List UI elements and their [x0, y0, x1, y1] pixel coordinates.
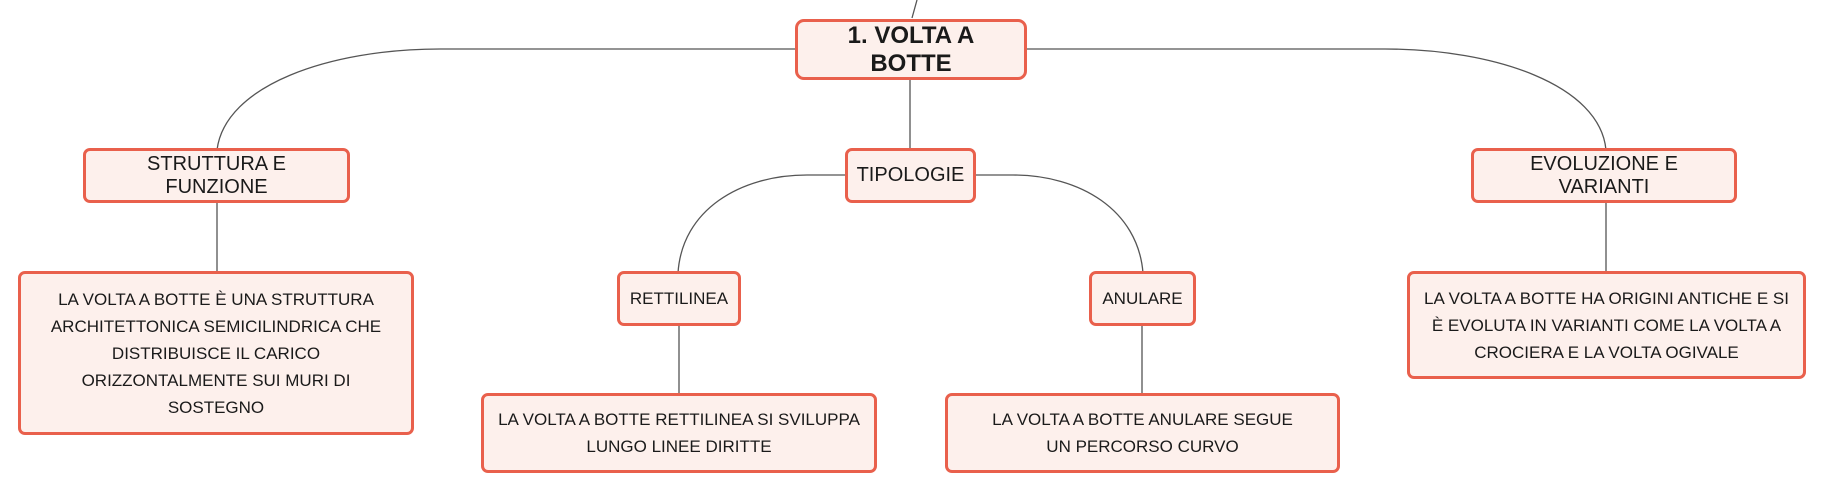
topic-evoluzione-label: EVOLUZIONE E VARIANTI — [1530, 152, 1678, 198]
subtopic-anulare-label: ANULARE — [1102, 288, 1183, 308]
subtopic-anulare[interactable]: ANULARE — [1089, 271, 1196, 326]
desc-anulare-text: LA VOLTA A BOTTE ANULARE SEGUE UN PERCOR… — [992, 410, 1293, 456]
connector-tipologie-rettilinea — [677, 174, 847, 274]
root-node[interactable]: 1. VOLTA A BOTTE — [795, 19, 1027, 80]
topic-struttura-e-funzione[interactable]: STRUTTURA E FUNZIONE — [83, 148, 350, 203]
desc-evoluzione-text: LA VOLTA A BOTTE HA ORIGINI ANTICHE E SI… — [1424, 288, 1789, 362]
subtopic-rettilinea-label: RETTILINEA — [629, 288, 729, 308]
root-label: 1. VOLTA A BOTTE — [847, 21, 975, 77]
desc-rettilinea-text: LA VOLTA A BOTTE RETTILINEA SI SVILUPPA … — [498, 410, 860, 456]
desc-anulare[interactable]: LA VOLTA A BOTTE ANULARE SEGUE UN PERCOR… — [945, 393, 1340, 473]
subtopic-rettilinea[interactable]: RETTILINEA — [617, 271, 741, 326]
connector-root-evoluzione — [1027, 48, 1607, 151]
topic-evoluzione-e-varianti[interactable]: EVOLUZIONE E VARIANTI — [1471, 148, 1737, 203]
desc-rettilinea[interactable]: LA VOLTA A BOTTE RETTILINEA SI SVILUPPA … — [481, 393, 877, 473]
connector-root-struttura — [216, 48, 798, 151]
topic-tipologie-label: TIPOLOGIE — [856, 164, 965, 186]
topic-tipologie[interactable]: TIPOLOGIE — [845, 148, 976, 203]
desc-evoluzione[interactable]: LA VOLTA A BOTTE HA ORIGINI ANTICHE E SI… — [1407, 271, 1806, 379]
connector-root-parent — [911, 0, 918, 19]
topic-struttura-label: STRUTTURA E FUNZIONE — [147, 152, 286, 198]
desc-struttura[interactable]: LA VOLTA A BOTTE È UNA STRUTTURA ARCHITE… — [18, 271, 414, 435]
connector-tipologie-anulare — [975, 174, 1144, 274]
desc-struttura-text: LA VOLTA A BOTTE È UNA STRUTTURA ARCHITE… — [50, 289, 382, 417]
